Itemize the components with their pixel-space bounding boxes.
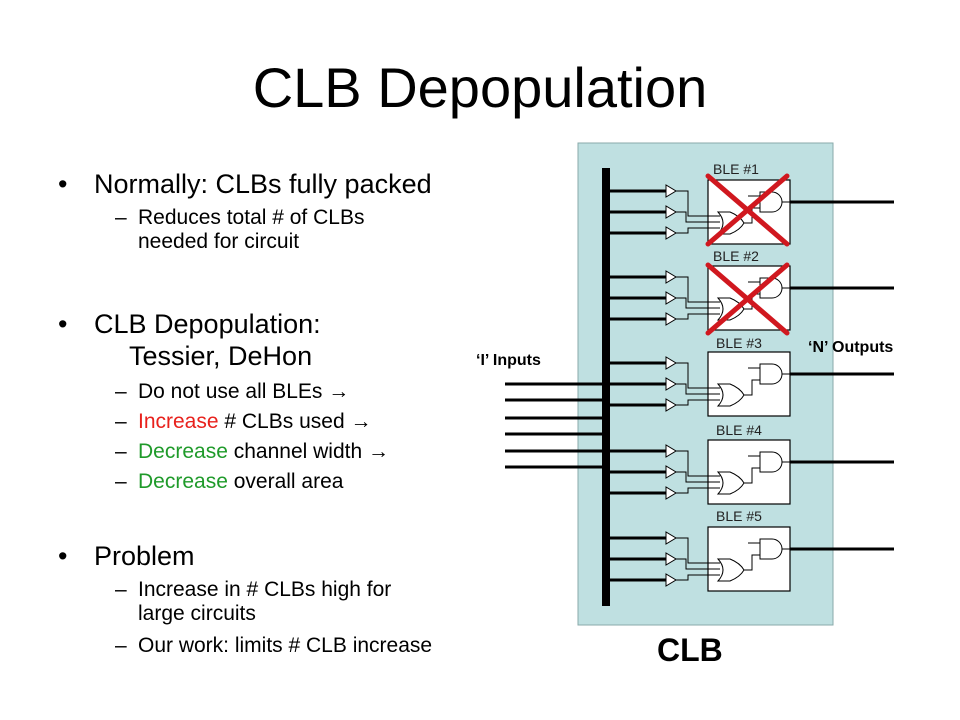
ble-block-5 [608, 525, 896, 593]
bullet-glyph: • [58, 309, 68, 339]
dash-glyph: – [115, 206, 127, 229]
sub-bullet-text: # CLBs used [218, 410, 345, 433]
dash-glyph: – [115, 440, 127, 463]
sub-bullet-do-not-use: – Do not use all BLEs → [58, 380, 528, 404]
sub-bullet-text: Our work: limits # CLB increase [138, 634, 433, 657]
ble-label-3: BLE #3 [716, 335, 762, 351]
sub-bullet-reduces: – Reduces total # of CLBs needed for cir… [58, 206, 528, 254]
sub-bullet-overall-area: – Decrease overall area [58, 470, 528, 494]
dash-glyph: – [115, 470, 127, 493]
bullet-problem: • Problem [58, 540, 528, 572]
cross-out-ble-2 [705, 262, 790, 336]
ble-label-1: BLE #1 [713, 161, 759, 177]
ble-label-4: BLE #4 [716, 422, 762, 438]
input-bus [602, 168, 610, 606]
bullet-list: • Normally: CLBs fully packed – Reduces … [58, 168, 528, 658]
highlight-increase: Increase [138, 410, 219, 433]
ble-block-4 [608, 438, 896, 506]
slide-title: CLB Depopulation [252, 56, 708, 119]
dash-glyph: – [115, 410, 127, 433]
cross-out-ble-1 [705, 173, 790, 247]
sub-bullet-text-cont: large circuits [138, 602, 256, 625]
arrow-icon: → [328, 380, 350, 403]
sub-bullet-text: Do not use all BLEs [138, 380, 323, 403]
bullet-text-cont: Tessier, DeHon [129, 341, 313, 371]
bullet-text: CLB Depopulation: [94, 309, 321, 339]
sub-bullet-increase-high: – Increase in # CLBs high for large circ… [58, 578, 528, 626]
bullet-clb-depopulation: • CLB Depopulation: Tessier, DeHon [58, 308, 528, 372]
sub-bullet-text-cont: needed for circuit [138, 230, 300, 253]
dash-glyph: – [115, 578, 127, 601]
sub-bullet-text: overall area [227, 470, 344, 493]
external-input-lines [505, 382, 603, 469]
ble-label-5: BLE #5 [716, 508, 762, 524]
arrow-icon: → [368, 440, 389, 463]
sub-bullet-text: Reduces total # of CLBs [138, 206, 365, 229]
dash-glyph: – [115, 634, 127, 657]
arrow-icon: → [350, 410, 372, 433]
inputs-label: ‘I’ Inputs [476, 352, 541, 369]
highlight-decrease: Decrease [138, 440, 228, 463]
sub-bullet-our-work: – Our work: limits # CLB increase [58, 634, 528, 658]
bullet-text: Problem [94, 541, 195, 571]
ble-label-2: BLE #2 [713, 248, 759, 264]
sub-bullet-channel-width: – Decrease channel width → [58, 440, 528, 464]
sub-bullet-text: Increase in # CLBs high for [138, 578, 392, 601]
highlight-decrease: Decrease [138, 470, 228, 493]
bullet-normally: • Normally: CLBs fully packed [58, 168, 528, 200]
sub-bullet-increase: – Increase # CLBs used → [58, 410, 528, 434]
bullet-text: Normally: CLBs fully packed [94, 169, 432, 199]
sub-bullet-text: channel width [227, 440, 363, 463]
outputs-label: ‘N’ Outputs [808, 339, 894, 356]
clb-label: CLB [657, 632, 723, 668]
ble-block-3 [608, 350, 896, 418]
bullet-glyph: • [58, 541, 68, 571]
bullet-glyph: • [58, 169, 68, 199]
dash-glyph: – [115, 380, 127, 403]
